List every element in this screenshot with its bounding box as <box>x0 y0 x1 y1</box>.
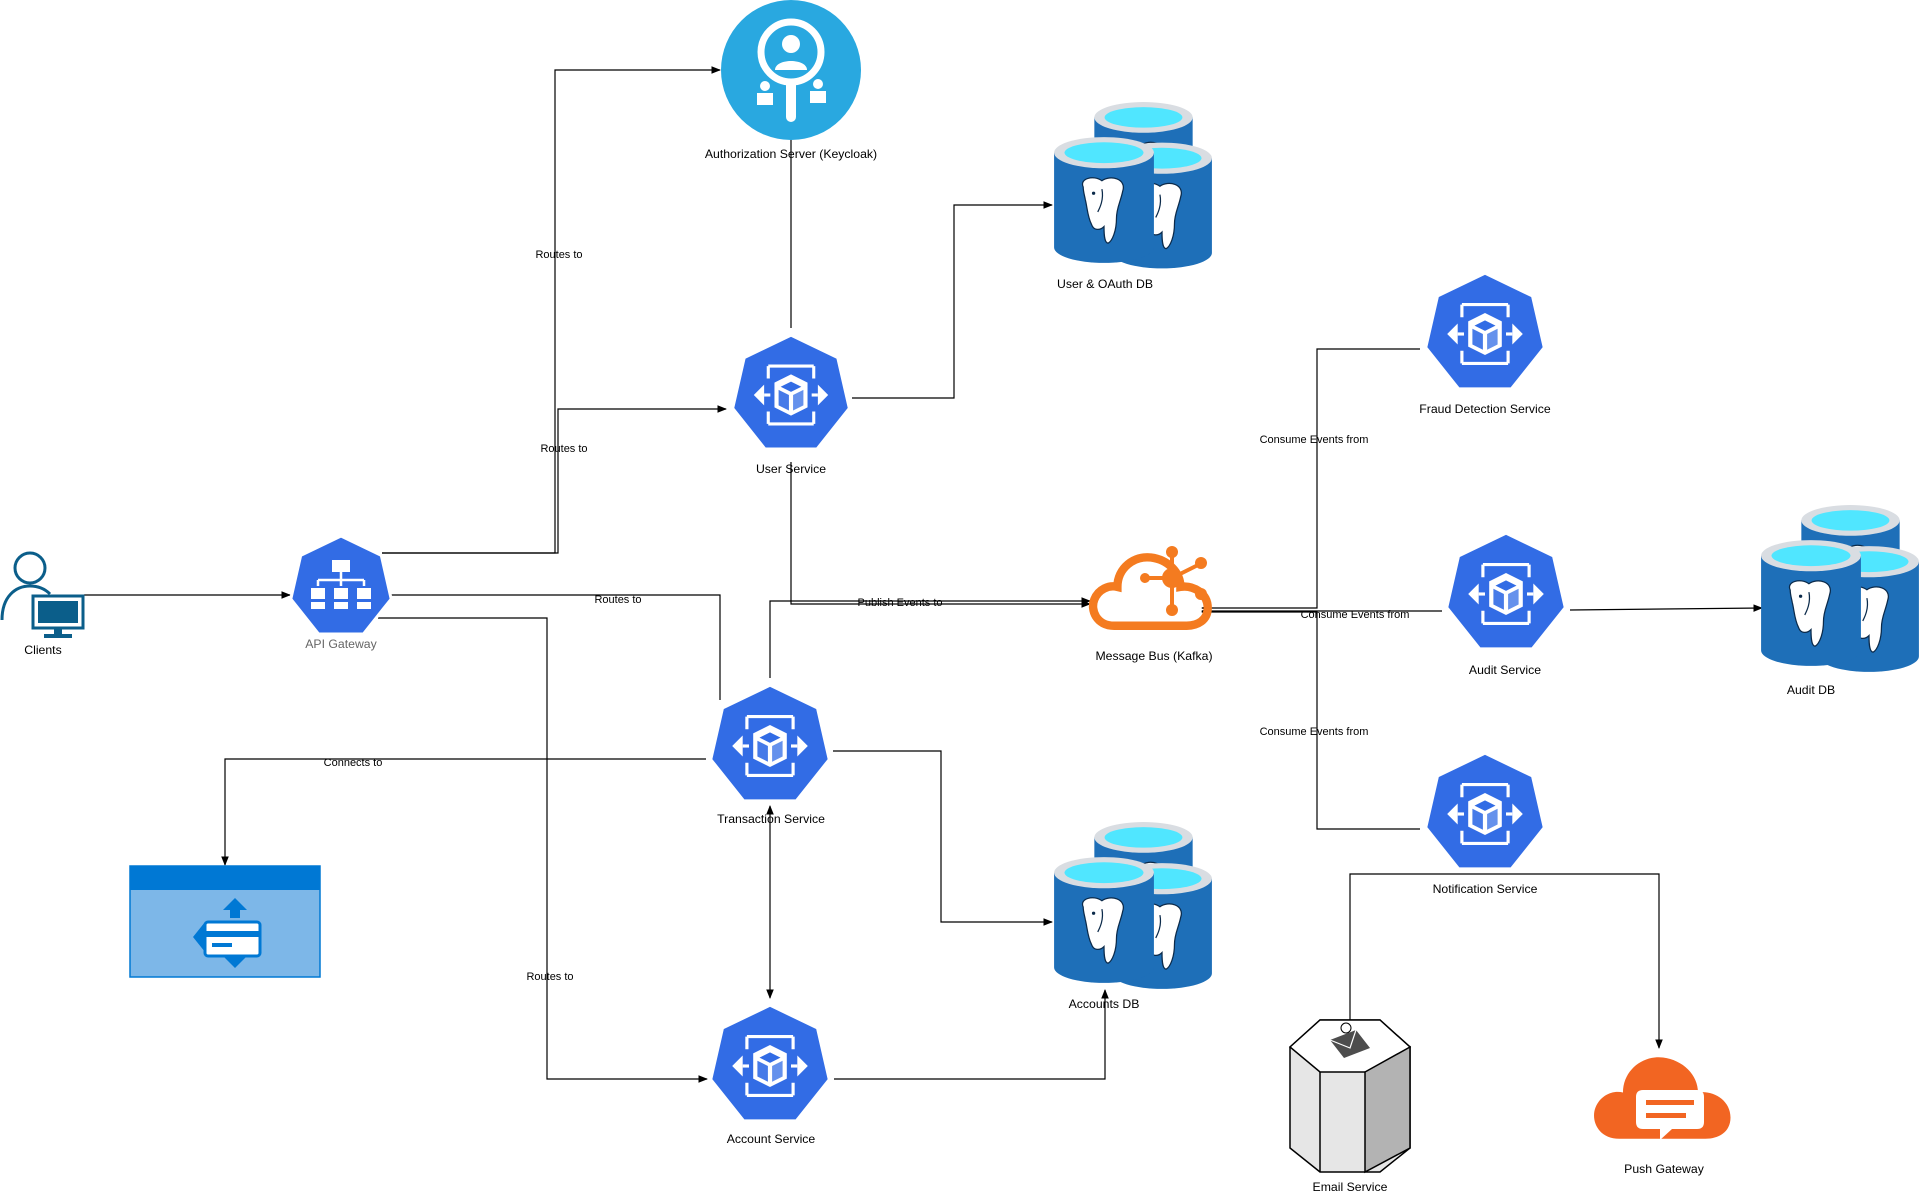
notification-service-node[interactable]: Notification Service <box>1424 751 1546 896</box>
transaction-service-label: Transaction Service <box>717 812 825 826</box>
edge-transaction-payment <box>221 758 706 866</box>
audit-db-label: Audit DB <box>1787 683 1835 697</box>
account-service-icon <box>709 1003 831 1123</box>
edge-gateway-account <box>378 617 708 1083</box>
user-service-icon <box>731 333 851 451</box>
edge-gateway-user <box>382 405 727 554</box>
transaction-service-icon <box>709 683 831 803</box>
api-gateway-label: API Gateway <box>305 637 377 651</box>
edge-label-consume-fraud: Consume Events from <box>1260 434 1369 446</box>
edge-label-routes-to-user: Routes to <box>540 443 587 455</box>
edge-transaction-kafka <box>769 597 1091 678</box>
edge-gateway-auth <box>382 66 721 554</box>
clients-label: Clients <box>24 643 61 657</box>
auth-server-icon <box>721 0 861 140</box>
accounts-db-icon <box>1053 821 1213 990</box>
edge-label-consume-notification: Consume Events from <box>1260 726 1369 738</box>
auth-server-label: Authorization Server (Keycloak) <box>705 147 877 161</box>
edge-user-db <box>852 201 1053 399</box>
fraud-service-icon <box>1424 271 1546 391</box>
fraud-service-node[interactable]: Fraud Detection Service <box>1419 271 1551 416</box>
edge-label-routes-to-transaction: Routes to <box>594 594 641 606</box>
accounts-db-label: Accounts DB <box>1069 997 1140 1011</box>
edge-transaction-db <box>833 750 1053 926</box>
message-bus-label: Message Bus (Kafka) <box>1095 649 1212 663</box>
api-gateway-node[interactable]: API Gateway <box>289 534 393 651</box>
edge-fraud-kafka <box>1201 348 1420 612</box>
edges <box>84 66 1763 1083</box>
edge-user-kafka <box>790 462 1091 608</box>
user-oauth-db-icon <box>1053 101 1213 270</box>
fraud-service-label: Fraud Detection Service <box>1419 402 1551 416</box>
edge-account-db <box>834 989 1109 1080</box>
kafka-icon <box>1093 546 1208 626</box>
client-user-icon <box>0 551 85 638</box>
audit-db-node[interactable]: Audit DB <box>1760 504 1920 697</box>
push-gateway-label: Push Gateway <box>1624 1162 1705 1176</box>
edge-label-connects-to: Connects to <box>324 757 383 769</box>
user-service-label: User Service <box>756 462 826 476</box>
edge-notification-email <box>1346 873 1486 1037</box>
clients-node[interactable]: Clients <box>0 551 85 657</box>
edge-label-routes-to-account: Routes to <box>526 971 573 983</box>
audit-db-icon <box>1760 504 1920 673</box>
message-bus-node[interactable]: Message Bus (Kafka) <box>1093 546 1213 663</box>
edge-notification-push <box>1486 873 1663 1049</box>
api-gateway-icon <box>289 534 393 636</box>
email-server-icon <box>1288 1019 1412 1174</box>
audit-service-label: Audit Service <box>1469 663 1541 677</box>
email-service-label: Email Service <box>1313 1180 1388 1194</box>
accounts-db-node[interactable]: Accounts DB <box>1053 821 1213 1011</box>
edge-label-routes-to-auth: Routes to <box>535 249 582 261</box>
audit-service-icon <box>1445 531 1567 651</box>
push-gateway-node[interactable]: Push Gateway <box>1594 1057 1731 1176</box>
user-oauth-db-label: User & OAuth DB <box>1057 277 1153 291</box>
push-gateway-icon <box>1594 1057 1731 1140</box>
edge-labels: Routes to Routes to Routes to Routes to … <box>324 249 1410 983</box>
edge-label-consume-audit: Consume Events from <box>1301 609 1410 621</box>
edge-gateway-transaction <box>388 594 721 700</box>
email-service-node[interactable]: Email Service <box>1288 1019 1412 1194</box>
notification-service-label: Notification Service <box>1433 882 1538 896</box>
edge-label-publish-events: Publish Events to <box>858 597 943 609</box>
auth-server-node[interactable]: Authorization Server (Keycloak) <box>705 0 877 161</box>
user-service-node[interactable]: User Service <box>731 333 851 476</box>
edge-notification-kafka <box>1201 608 1420 830</box>
payment-gateway-node[interactable] <box>129 865 321 978</box>
user-oauth-db-node[interactable]: User & OAuth DB <box>1053 101 1213 291</box>
account-service-node[interactable]: Account Service <box>709 1003 831 1146</box>
transaction-service-node[interactable]: Transaction Service <box>709 683 831 826</box>
edge-audit-db <box>1569 604 1763 612</box>
payment-gateway-icon <box>129 865 321 978</box>
audit-service-node[interactable]: Audit Service <box>1445 531 1567 677</box>
account-service-label: Account Service <box>727 1132 816 1146</box>
notification-service-icon <box>1424 751 1546 871</box>
